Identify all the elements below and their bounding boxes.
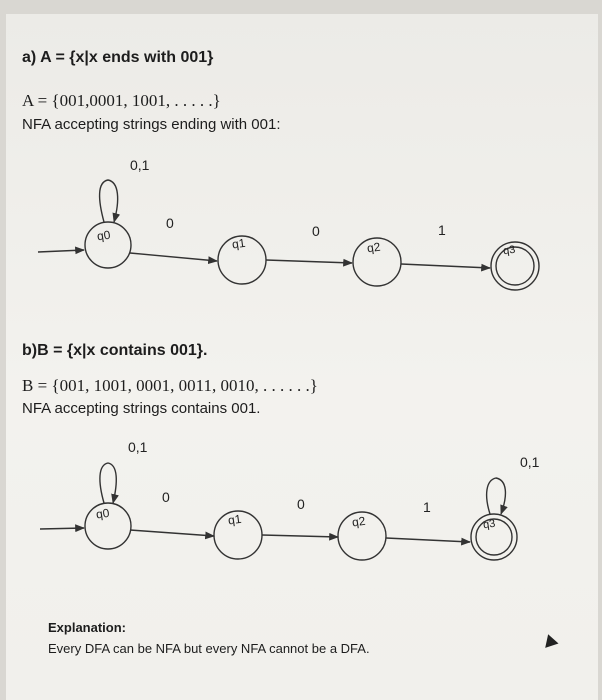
nfa-a-edge-q0-q1 (129, 252, 218, 265)
explanation-body: Every DFA can be NFA but every NFA canno… (48, 641, 370, 656)
nfa-b-start-arrow (39, 524, 85, 533)
nfa-a-state-q2-label: q2 (366, 240, 381, 256)
nfa-a-state-q3 (490, 241, 540, 291)
nfa-b-label-0-first: 0 (162, 489, 170, 505)
part-a-set: A = {001,0001, 1001, . . . . .} (22, 91, 221, 110)
nfa-b-loop-label-q3: 0,1 (520, 454, 540, 470)
nfa-b-loop-label-q0: 0,1 (128, 439, 148, 455)
nfa-b-edge-q1-q2 (261, 532, 339, 541)
nfa-a-state-q1-label: q1 (231, 236, 246, 252)
nfa-b-state-q0 (84, 502, 132, 550)
nfa-a-start-arrow (37, 246, 85, 255)
nfa-b-state-q3 (470, 513, 518, 561)
nfa-a-edge-q1-q2 (265, 258, 353, 267)
nfa-b-state-q2-label: q2 (351, 514, 366, 530)
nfa-a-state-q3-label: q3 (502, 244, 516, 258)
nfa-b-state-q0-label: q0 (95, 506, 110, 522)
part-b-set: B = {001, 1001, 0001, 0011, 0010, . . . … (22, 376, 318, 395)
nfa-a-state-q0-label: q0 (96, 228, 111, 244)
nfa-b-edge-q2-q3 (385, 537, 471, 546)
nfa-b-label-1: 1 (423, 499, 431, 515)
nfa-b-edge-q0-q1 (129, 529, 215, 540)
nfa-b-label-0-second: 0 (297, 496, 305, 512)
nfa-b-state-q3-label: q3 (482, 518, 496, 532)
part-a-description: NFA accepting strings ending with 001: (22, 116, 281, 133)
explanation-title: Explanation: (48, 620, 127, 635)
part-a-heading: a) A = {x|x ends with 001} (22, 49, 214, 66)
nfa-a-label-0-second: 0 (312, 223, 320, 239)
nfa-b-loop-q0 (99, 462, 119, 504)
nfa-a-state-q2 (352, 237, 402, 287)
nfa-a-label-1: 1 (438, 222, 446, 238)
nfa-a-label-0-first: 0 (166, 215, 174, 231)
part-b-heading: b)B = {x|x contains 001}. (22, 342, 208, 359)
nfa-b-state-q1-label: q1 (227, 512, 242, 528)
nfa-a-state-q0 (84, 221, 132, 269)
nfa-a (37, 179, 540, 291)
nfa-b-state-q3-inner (475, 518, 513, 556)
nfa-a-edge-q2-q3 (400, 263, 491, 272)
nfa-b-state-q2 (337, 511, 387, 561)
page-sheet (6, 14, 598, 700)
nfa-a-loop-q0 (98, 179, 121, 223)
nfa-b (39, 462, 518, 561)
part-b-description: NFA accepting strings contains 001. (22, 400, 261, 417)
nfa-a-state-q3-inner (495, 246, 535, 286)
nfa-b-loop-q3 (485, 477, 508, 515)
nfa-a-loop-label: 0,1 (130, 157, 150, 173)
